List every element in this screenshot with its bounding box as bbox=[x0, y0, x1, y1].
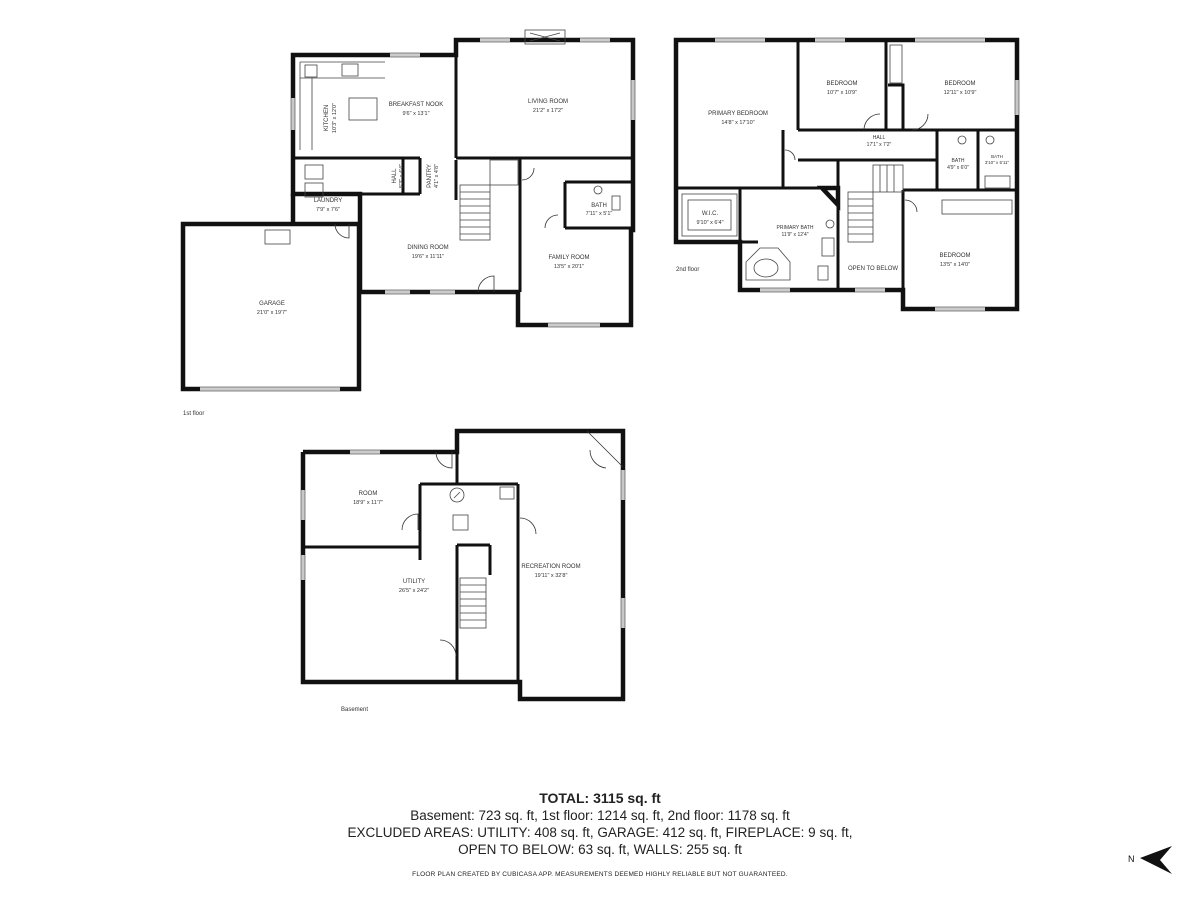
open-to-below-label: OPEN TO BELOW bbox=[848, 266, 898, 272]
second-floor-label: 2nd floor bbox=[676, 267, 699, 273]
stairs-basement bbox=[459, 577, 487, 629]
breakfast-nook-size: 9'6" x 13'1" bbox=[402, 111, 429, 117]
stairs-first-floor bbox=[459, 159, 519, 241]
living-room-label: LIVING ROOM bbox=[528, 99, 568, 105]
laundry-label: LAUNDRY bbox=[314, 198, 343, 204]
bedroom-b-size: 12'11" x 10'9" bbox=[944, 90, 977, 96]
credit-note: FLOOR PLAN CREATED BY CUBICASA APP. MEAS… bbox=[412, 871, 788, 878]
bedroom-c-label: BEDROOM bbox=[939, 253, 970, 259]
north-label: N bbox=[1128, 854, 1135, 864]
bedroom-b-label: BEDROOM bbox=[944, 81, 975, 87]
fireplace bbox=[524, 29, 566, 45]
primary-bedroom-size: 14'8" x 17'10" bbox=[721, 120, 754, 126]
bath-2-label: BATH bbox=[952, 158, 965, 164]
hall-1-label: HALL bbox=[392, 168, 398, 184]
basement-label: Basement bbox=[341, 707, 368, 713]
basement-plan: ROOM 18'9" x 11'7" UTILITY 26'5" x 24'2"… bbox=[300, 428, 626, 713]
hall-1-size: 5'3" x 4'4" bbox=[399, 164, 405, 188]
room-label: ROOM bbox=[359, 491, 378, 497]
pantry-label: PANTRY bbox=[427, 164, 433, 188]
pantry-size: 4'1" x 4'8" bbox=[434, 164, 440, 188]
kitchen-size: 10'3" x 12'0" bbox=[332, 103, 338, 133]
wic-label: W.I.C. bbox=[702, 211, 719, 217]
recreation-room-label: RECREATION ROOM bbox=[521, 564, 580, 570]
total-area: TOTAL: 3115 sq. ft bbox=[539, 790, 661, 806]
bathtub bbox=[745, 247, 791, 281]
bath-1-label: BATH bbox=[591, 203, 607, 209]
primary-bedroom-label: PRIMARY BEDROOM bbox=[708, 111, 768, 117]
hall-2-label: HALL bbox=[873, 135, 886, 141]
hall-2-size: 17'1" x 7'2" bbox=[867, 142, 892, 148]
excluded-areas: EXCLUDED AREAS: UTILITY: 408 sq. ft, GAR… bbox=[347, 825, 853, 840]
bath-3-label: BATH bbox=[991, 154, 1003, 159]
bath-3-size: 3'10" x 5'11" bbox=[985, 160, 1010, 165]
kitchen-label: KITCHEN bbox=[324, 105, 330, 131]
garage-size: 21'0" x 19'7" bbox=[257, 310, 287, 316]
floor-areas: Basement: 723 sq. ft, 1st floor: 1214 sq… bbox=[410, 808, 790, 823]
bedroom-a-size: 10'7" x 10'9" bbox=[827, 90, 857, 96]
bedroom-a-label: BEDROOM bbox=[826, 81, 857, 87]
bath-2-size: 4'9" x 6'0" bbox=[947, 165, 969, 171]
recreation-room-size: 19'11" x 32'8" bbox=[535, 573, 568, 579]
utility-label: UTILITY bbox=[403, 579, 425, 585]
primary-bath-label: PRIMARY BATH bbox=[777, 225, 814, 231]
furnace bbox=[452, 514, 469, 531]
bath-1-size: 7'11" x 5'1" bbox=[586, 211, 613, 217]
first-floor-label: 1st floor bbox=[183, 411, 204, 417]
dining-room-size: 19'6" x 11'11" bbox=[412, 254, 444, 260]
bedroom-c-size: 13'5" x 14'0" bbox=[940, 262, 970, 268]
family-room-size: 13'5" x 20'1" bbox=[554, 264, 584, 270]
living-room-size: 21'2" x 17'2" bbox=[533, 108, 563, 114]
garage-label: GARAGE bbox=[259, 301, 285, 307]
second-floor-plan: PRIMARY BEDROOM 14'8" x 17'10" BEDROOM 1… bbox=[673, 37, 1020, 312]
breakfast-nook-label: BREAKFAST NOOK bbox=[389, 102, 444, 108]
dining-room-label: DINING ROOM bbox=[407, 245, 448, 251]
family-room-label: FAMILY ROOM bbox=[548, 255, 589, 261]
utility-size: 26'5" x 24'2" bbox=[399, 588, 429, 594]
stairs-second-floor bbox=[847, 164, 904, 243]
north-arrow-icon: N bbox=[1128, 846, 1172, 874]
wic-size: 9'10" x 6'4" bbox=[696, 220, 723, 226]
room-size: 18'9" x 11'7" bbox=[353, 500, 383, 506]
kitchen-island bbox=[348, 97, 378, 121]
water-heater bbox=[449, 487, 465, 503]
open-to-below-walls: OPEN TO BELOW: 63 sq. ft, WALLS: 255 sq.… bbox=[458, 842, 742, 857]
laundry-size: 7'9" x 7'6" bbox=[316, 207, 340, 213]
first-floor-plan: KITCHEN 10'3" x 12'0" BREAKFAST NOOK 9'6… bbox=[180, 29, 636, 417]
primary-bath-size: 11'9" x 12'4" bbox=[781, 232, 808, 238]
